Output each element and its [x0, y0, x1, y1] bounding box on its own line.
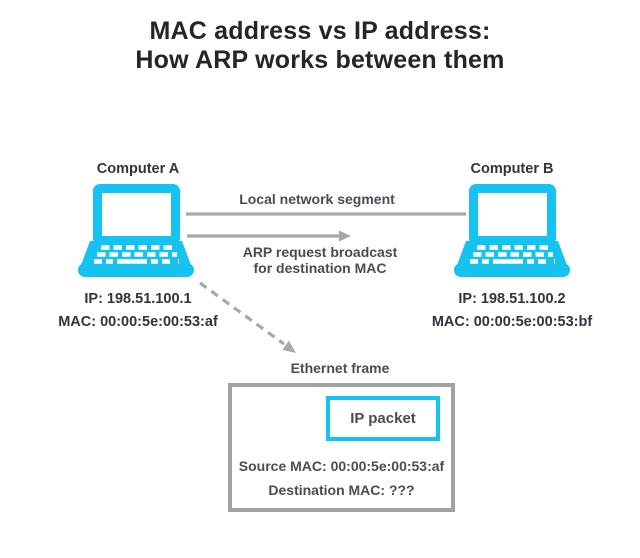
computer-a-ip: IP: 198.51.100.1	[84, 291, 192, 307]
computer-b-label: Computer B	[470, 161, 554, 177]
arp-request-arrow	[187, 230, 351, 242]
computer-b-mac: MAC: 00:00:5e:00:53:bf	[431, 314, 593, 330]
ip-packet-box: IP packet	[326, 396, 440, 441]
ethernet-frame-label: Ethernet frame	[290, 360, 390, 376]
page-title: MAC address vs IP address: How ARP works…	[0, 17, 640, 75]
laptop-icon-computer-a	[78, 184, 194, 277]
ethernet-frame-dashed-arrow	[199, 281, 296, 353]
title-line-2: How ARP works between them	[135, 46, 505, 74]
ethernet-frame-box: IP packet Source MAC: 00:00:5e:00:53:af …	[228, 383, 455, 512]
ip-packet-label: IP packet	[350, 410, 416, 427]
computer-b-ip: IP: 198.51.100.2	[458, 291, 566, 307]
arp-request-label-line-1: ARP request broadcast	[242, 244, 398, 260]
title-line-1: MAC address vs IP address:	[149, 17, 491, 45]
computer-a-mac: MAC: 00:00:5e:00:53:af	[58, 314, 218, 330]
source-mac-text: Source MAC: 00:00:5e:00:53:af	[238, 458, 445, 474]
arp-request-label-line-2: for destination MAC	[253, 259, 387, 276]
computer-a-label: Computer A	[96, 161, 180, 177]
destination-mac-text: Destination MAC: ???	[268, 482, 415, 498]
frame-mac-fields: Source MAC: 00:00:5e:00:53:af Destinatio…	[232, 454, 451, 502]
local-network-segment-label: Local network segment	[239, 191, 395, 207]
laptop-icon-computer-b	[454, 184, 570, 277]
arp-request-label: ARP request broadcast for destination MA…	[200, 244, 440, 276]
